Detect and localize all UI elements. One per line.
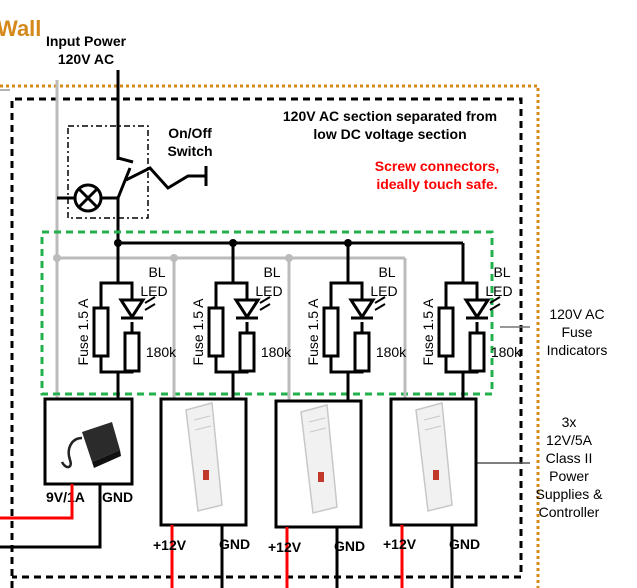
screw-note-line2: ideally touch safe.	[376, 176, 497, 192]
fuse-icon	[207, 306, 225, 358]
fuse-label: Fuse 1.5 A	[305, 298, 321, 366]
fuse-icon	[322, 306, 340, 358]
led-icon	[233, 298, 261, 320]
adapter-neg-wire	[0, 484, 102, 549]
led-label-bl: BL	[263, 264, 280, 280]
led-icon	[118, 298, 146, 320]
adapter-pos-label: 9V/1A	[46, 489, 85, 505]
fuse-indicators-line3: Indicators	[547, 342, 608, 358]
led-label-bl: BL	[378, 264, 395, 280]
adapter-module: 9V/1A GND	[0, 395, 134, 549]
fuse-channel: Fuse 1.5 A BL LED 180k	[190, 243, 292, 395]
ac-section-border	[10, 97, 523, 588]
input-power-line2: 120V AC	[58, 51, 114, 67]
fuse-icon	[437, 306, 455, 358]
supplies-line5: Supplies &	[536, 486, 604, 502]
supplies-line2: 12V/5A	[546, 432, 593, 448]
switch-contact-top	[117, 156, 134, 164]
led-label-bl: BL	[148, 264, 165, 280]
supplies-line4: Power	[549, 468, 589, 484]
resistor-label: 180k	[376, 344, 407, 360]
psu-neg-label: GND	[219, 536, 250, 552]
fuse-label: Fuse 1.5 A	[420, 298, 436, 366]
resistor-icon	[238, 331, 256, 373]
supplies-line3: Class II	[546, 450, 593, 466]
switch-actuator	[125, 166, 206, 190]
switch-label-line1: On/Off	[168, 125, 212, 141]
separation-note-line2: low DC voltage section	[313, 126, 466, 142]
psu-pos-label: +12V	[153, 537, 187, 553]
resistor-icon	[353, 331, 371, 373]
neutral-drops	[172, 258, 407, 400]
separation-note-line1: 120V AC section separated from	[283, 108, 497, 124]
adapter-icon	[82, 422, 120, 462]
fuse-label: Fuse 1.5 A	[75, 298, 91, 366]
fuse-label: Fuse 1.5 A	[190, 298, 206, 366]
screw-note-line1: Screw connectors,	[375, 158, 500, 174]
supplies-line6: Controller	[539, 504, 600, 520]
fuse-channel: Fuse 1.5 A BL LED 180k	[305, 243, 407, 395]
psu-neg-label: GND	[334, 538, 365, 554]
power-supply: +12V GND	[268, 395, 365, 588]
led-icon	[463, 298, 491, 320]
resistor-icon	[468, 331, 486, 373]
switch-label-line2: Switch	[167, 143, 212, 159]
switch-box	[67, 125, 149, 219]
fuse-icon	[92, 306, 110, 358]
lamp-cross	[77, 187, 99, 209]
psu-pos-label: +12V	[383, 536, 417, 552]
psu-pos-label: +12V	[268, 539, 302, 555]
fuse-indicators-line1: 120V AC	[549, 306, 604, 322]
power-supply: +12V GND	[153, 395, 250, 588]
supplies-line1: 3x	[562, 414, 577, 430]
fuse-indicators-line2: Fuse	[561, 324, 592, 340]
led-label-led: LED	[370, 283, 397, 299]
resistor-label: 180k	[261, 344, 292, 360]
fuse-channel: Fuse 1.5 A BL LED 180k	[420, 243, 522, 395]
led-label-led: LED	[485, 283, 512, 299]
neutral-node	[53, 254, 61, 262]
fuse-zone	[40, 230, 494, 396]
resistor-icon	[123, 331, 141, 373]
psu-neg-label: GND	[449, 536, 480, 552]
led-label-led: LED	[140, 283, 167, 299]
adapter-neg-label: GND	[102, 489, 133, 505]
led-label-bl: BL	[493, 264, 510, 280]
switch-blade	[116, 167, 132, 199]
resistor-label: 180k	[146, 344, 177, 360]
power-supply: +12V GND	[383, 395, 480, 588]
led-icon	[348, 298, 376, 320]
input-power-line1: Input Power	[46, 33, 127, 49]
led-label-led: LED	[255, 283, 282, 299]
resistor-label: 180k	[491, 344, 522, 360]
wall-enclosure	[0, 84, 540, 588]
wall-label: Wall	[0, 16, 41, 41]
fuse-channel: Fuse 1.5 A BL LED 180k	[75, 243, 177, 395]
adapter-pos-wire	[0, 484, 74, 520]
